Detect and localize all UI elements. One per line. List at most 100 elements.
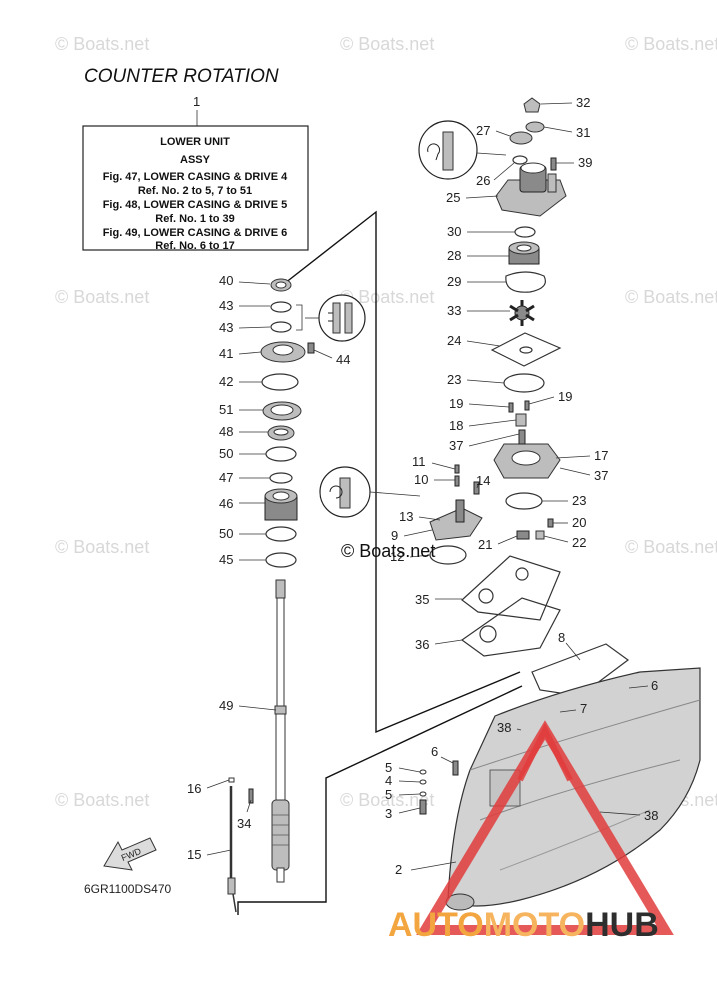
part-49-drive-shaft [271,579,290,883]
part-19-dowel [524,400,530,411]
callout-45: 45 [219,552,233,567]
callout-5: 5 [385,760,392,775]
part-24-outer-plate [490,332,562,367]
part-15-shift-rod [227,777,237,913]
callout-11: 11 [412,454,426,469]
callout-27: 27 [476,123,490,138]
part-6-pin [452,760,459,776]
callout-51: 51 [219,402,233,417]
part-28-insert-cartridge [508,241,540,265]
part-43-oring [270,321,292,333]
reference-box-heading: LOWER UNIT [160,136,230,148]
callout-13: 13 [399,509,413,524]
reference-line: Ref. No. 6 to 17 [155,240,234,252]
detail-inset-circles [305,120,507,518]
callout-23: 23 [572,493,586,508]
part-42-oring [261,373,299,391]
part-34-pin [248,788,254,804]
reference-line: Fig. 49, LOWER CASING & DRIVE 6 [103,227,288,239]
part-30-oring [514,226,536,238]
callout-15: 15 [187,847,201,862]
callout-50: 50 [219,446,233,461]
callout-22: 22 [572,535,586,550]
logo-text: AUTOMOTOHUB [388,906,659,944]
callout-44: 44 [336,352,350,367]
callout-37: 37 [594,468,608,483]
part-8-cover-gasket [531,643,630,697]
part-5-washer [419,791,427,797]
part-33-impeller [509,300,535,326]
part-9-bushing-housing [429,499,483,541]
part-5-washer [419,769,427,775]
propeller-shaft-stack [227,278,315,913]
reference-line: Ref. No. 2 to 5, 7 to 51 [138,185,252,197]
part-21-pin [516,530,530,540]
part-32-grommet [523,97,541,113]
part-43-oring [270,301,292,313]
center-watermark: © Boats.net [341,541,435,561]
reference-line: Fig. 47, LOWER CASING & DRIVE 4 [103,171,288,183]
part-50-shim [265,446,297,462]
callout-3: 3 [385,806,392,821]
callout-8: 8 [558,630,565,645]
reference-box: 1 LOWER UNIT ASSY Fig. 47, LOWER CASING … [82,94,309,252]
watermark-layer: © Boats.net © Boats.net © Boats.net © Bo… [55,34,717,810]
callout-7: 7 [580,701,587,716]
part-31-seal [525,121,545,133]
callout-24: 24 [447,333,461,348]
callout-40: 40 [219,273,233,288]
part-14-bolt [473,481,480,495]
callout-32: 32 [576,95,590,110]
callout-25: 25 [446,190,460,205]
reference-box-frame [82,125,309,251]
callout-33: 33 [447,303,461,318]
part-12-oring [429,545,467,565]
callout-29: 29 [447,274,461,289]
watermark: © Boats.net [55,287,149,307]
part-44-bolt [307,342,315,354]
callout-34: 34 [237,816,251,831]
part-23-gasket [503,373,545,393]
part-25-pump-housing [495,162,567,217]
callout-5: 5 [385,787,392,802]
part-45-shim [265,552,297,568]
watermark: © Boats.net [55,537,149,557]
diagram-code: 6GR1100DS470 [84,882,171,896]
callout-36: 36 [415,637,429,652]
callout-labels: 32 31 27 39 26 25 30 28 29 33 24 23 19 1… [187,95,658,877]
callout-38: 38 [644,808,658,823]
callout-6: 6 [431,744,438,759]
callout-30: 30 [447,224,461,239]
callout-2: 2 [395,862,402,877]
callout-43: 43 [219,298,233,313]
callout-6: 6 [651,678,658,693]
callout-39: 39 [578,155,592,170]
part-27-seal [509,131,533,145]
fwd-arrow: FWD [103,837,157,871]
watermark: © Boats.net [55,34,149,54]
callout-37: 37 [449,438,463,453]
callout-14: 14 [476,473,490,488]
watermark: © Boats.net [340,287,434,307]
callout-18: 18 [449,418,463,433]
assembly-boundary-lines [237,210,523,915]
watermark: © Boats.net [625,34,717,54]
part-23-gasket [505,492,543,510]
callout-47: 47 [219,470,233,485]
callout-16: 16 [187,781,201,796]
callout-10: 10 [414,472,428,487]
callout-20: 20 [572,515,586,530]
callout-43: 43 [219,320,233,335]
part-39-bolt [550,157,557,171]
part-47-washer [269,472,293,484]
callout-17: 17 [594,448,608,463]
callout-1: 1 [193,94,200,109]
part-4-oring [419,779,427,785]
part-10-bolt [454,475,460,487]
callout-41: 41 [219,346,233,361]
automotohub-logo: AUTOMOTOHUB [388,720,674,944]
logo-triangle-mark [416,720,674,935]
callout-4: 4 [385,773,392,788]
reference-box-subheading: ASSY [180,154,211,166]
